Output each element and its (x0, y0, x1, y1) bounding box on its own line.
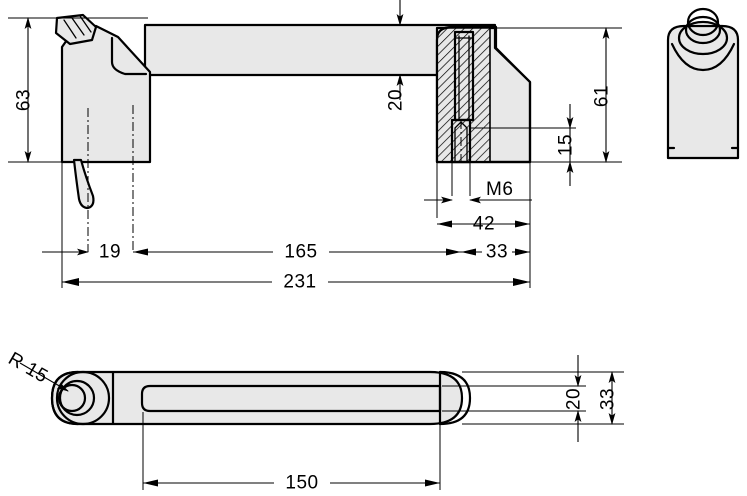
left-block-fillet (110, 36, 148, 76)
top-view: R 15 150 20 (5, 348, 624, 494)
dim-width-231-text: 231 (283, 272, 316, 293)
dim-depth-33-text: 33 (598, 388, 619, 410)
dim-depth-20: 20 (442, 355, 586, 442)
left-mount-block (60, 24, 152, 164)
dim-thread-m6-text: M6 (486, 179, 513, 200)
dim-grip-20: 20 (386, 0, 407, 111)
side-view-knob-ring (684, 15, 722, 45)
top-view-right-nose (438, 370, 472, 426)
dim-height-15-text: 15 (556, 134, 577, 156)
top-view-knob-outer (55, 370, 111, 426)
dim-length-150-text: 150 (285, 473, 318, 494)
dim-width-42: 42 (437, 214, 530, 235)
top-view-knob-inner (57, 383, 87, 413)
dim-depth-33: 33 (462, 371, 624, 425)
dim-thread-m6: M6 (424, 179, 532, 204)
dim-depth-20-text: 20 (564, 388, 585, 410)
dim-width-42-text: 42 (473, 214, 495, 235)
side-view-body (666, 24, 740, 160)
dim-height-61: 61 (496, 27, 622, 163)
right-block-cap-outline (435, 25, 532, 164)
dim-grip-20-text: 20 (386, 89, 407, 111)
dim-height-61-text: 61 (592, 85, 613, 107)
left-knurled-screw (54, 13, 98, 46)
dim-width-165: 165 (133, 242, 461, 263)
top-view-inner-channel (140, 384, 442, 413)
side-view-boss-ring (677, 20, 729, 56)
side-view-boss-outer (670, 42, 736, 72)
dim-height-63: 63 (8, 17, 148, 163)
dim-height-15: 15 (470, 104, 577, 186)
dim-width-33-text: 33 (486, 242, 508, 263)
dim-height-63-text: 63 (14, 89, 35, 111)
dim-width-231: 231 (61, 163, 530, 293)
dim-radius-r15-text: R 15 (5, 348, 52, 387)
side-view (666, 7, 740, 160)
top-view-left-cap (50, 370, 80, 426)
dim-width-19: 19 (42, 242, 121, 263)
dim-width-33: 33 (461, 242, 530, 263)
dim-width-19-text: 19 (99, 242, 121, 263)
left-block-lever-tab (72, 158, 95, 210)
dim-length-150: 150 (142, 412, 441, 494)
side-view-knob-top (686, 7, 720, 37)
right-block-section-hatch (436, 27, 491, 163)
front-section-view: 63 61 15 20 (8, 0, 622, 293)
dim-width-165-text: 165 (284, 242, 317, 263)
